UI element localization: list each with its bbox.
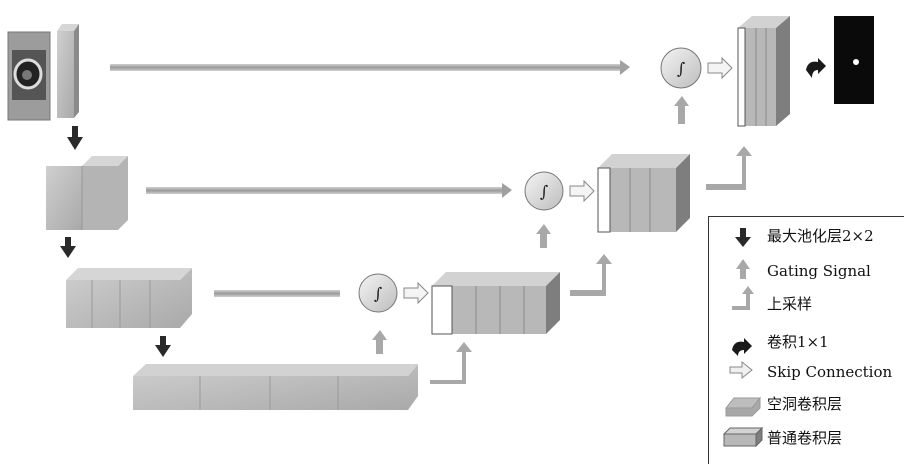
decoder-block-level2 xyxy=(598,154,690,232)
gating-arrow xyxy=(372,330,387,354)
legend-label-skip: Skip Connection xyxy=(767,363,892,381)
legend-label-dilated: 空洞卷积层 xyxy=(767,393,842,414)
skip-connection-arrow xyxy=(708,58,732,78)
attention-gate-symbol: ∫ xyxy=(540,182,548,201)
maxpool-arrow xyxy=(60,237,76,258)
skip-connection-arrow xyxy=(570,181,594,201)
legend: 最大池化层2×2 Gating Signal 上采样 卷积1×1 Skip Co… xyxy=(708,216,904,464)
skip-connection-arrow xyxy=(404,283,428,303)
output-mask xyxy=(834,16,874,104)
skip-line-level3 xyxy=(214,290,340,297)
maxpool-arrow xyxy=(155,336,171,357)
upsample-elbow xyxy=(706,146,752,190)
legend-label-gating: Gating Signal xyxy=(767,262,871,280)
maxpool-arrow xyxy=(67,126,83,150)
attention-gate: ∫ xyxy=(525,172,563,210)
skip-line-level1 xyxy=(110,60,630,75)
upsample-elbow xyxy=(430,342,472,384)
attention-gate-symbol: ∫ xyxy=(677,59,685,78)
encoder-block-level1 xyxy=(57,24,79,118)
encoder-block-level2 xyxy=(46,156,128,230)
gating-arrow xyxy=(674,96,689,124)
legend-label-maxpool: 最大池化层2×2 xyxy=(767,225,874,246)
input-image xyxy=(8,32,50,120)
skip-line-level2 xyxy=(146,183,512,198)
upsample-elbow xyxy=(570,254,612,296)
bottleneck-blocks xyxy=(133,364,418,410)
decoder-block-level1 xyxy=(738,16,790,126)
attention-gate-symbol: ∫ xyxy=(374,284,382,303)
legend-label-conv1x1: 卷积1×1 xyxy=(767,331,829,352)
gating-arrow xyxy=(536,224,551,248)
decoder-block-level3 xyxy=(432,272,560,334)
legend-label-upsample: 上采样 xyxy=(767,293,812,314)
encoder-block-level3 xyxy=(66,268,192,328)
attention-gate: ∫ xyxy=(661,48,701,88)
conv1x1-arrow xyxy=(806,58,826,78)
legend-label-conv: 普通卷积层 xyxy=(767,427,842,448)
attention-gate: ∫ xyxy=(359,274,397,312)
